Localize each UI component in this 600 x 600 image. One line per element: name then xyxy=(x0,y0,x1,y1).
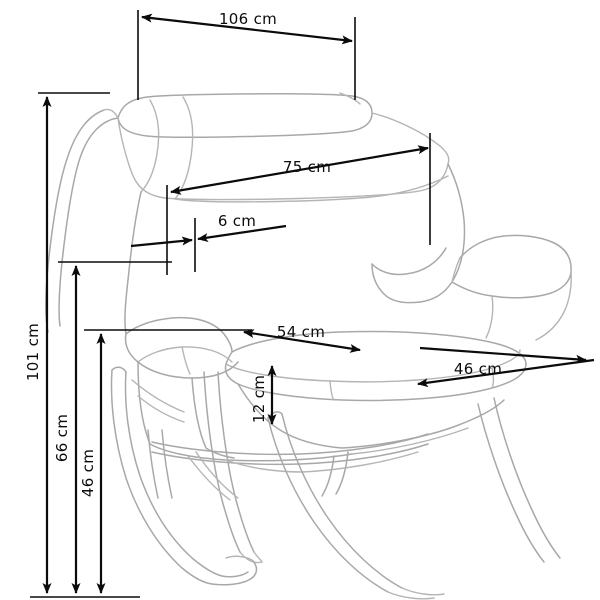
dimension-overall-width: 106 cm xyxy=(137,10,356,100)
left-armrest xyxy=(124,316,239,449)
dimension-backrest-offset: 6 cm xyxy=(130,212,287,272)
front-left-leg xyxy=(203,371,263,564)
dimension-label-seat-depth: 46 cm xyxy=(454,360,502,378)
seat-frame-underside xyxy=(149,383,505,462)
dimension-label-overall-width: 106 cm xyxy=(219,10,277,28)
dimension-seat-cushion-thickness: 12 cm xyxy=(250,365,277,425)
dimension-seat-depth: 46 cm xyxy=(417,346,595,388)
dimension-label-total-height: 101 cm xyxy=(24,323,42,381)
dimension-label-seat-width: 54 cm xyxy=(277,323,325,341)
headrest-pillow xyxy=(117,92,450,201)
dimension-armrest-height: 66 cm xyxy=(53,261,172,594)
dimension-label-seat-cushion-thickness: 12 cm xyxy=(250,375,268,423)
right-leg xyxy=(477,397,561,563)
right-wing-armrest xyxy=(371,234,572,341)
stretcher-brace xyxy=(151,433,429,501)
right-rocker-runner xyxy=(267,411,445,600)
rocker-joint-left xyxy=(131,379,185,423)
dimension-overall-depth: 75 cm xyxy=(166,133,431,275)
dimension-label-overall-depth: 75 cm xyxy=(283,158,331,176)
rocking-chair-illustration xyxy=(45,92,572,600)
left-rocker-runner xyxy=(110,366,258,586)
dimension-label-armrest-height: 66 cm xyxy=(53,414,71,462)
dimension-total-height: 101 cm xyxy=(24,92,140,598)
middle-rear-leg xyxy=(321,451,349,497)
dimension-label-seat-height: 46 cm xyxy=(79,449,97,497)
rear-left-leg xyxy=(147,429,173,499)
dimension-label-backrest-offset: 6 cm xyxy=(218,212,256,230)
dimension-seat-width: 54 cm xyxy=(243,323,361,353)
dimension-seat-height: 46 cm xyxy=(79,329,252,594)
